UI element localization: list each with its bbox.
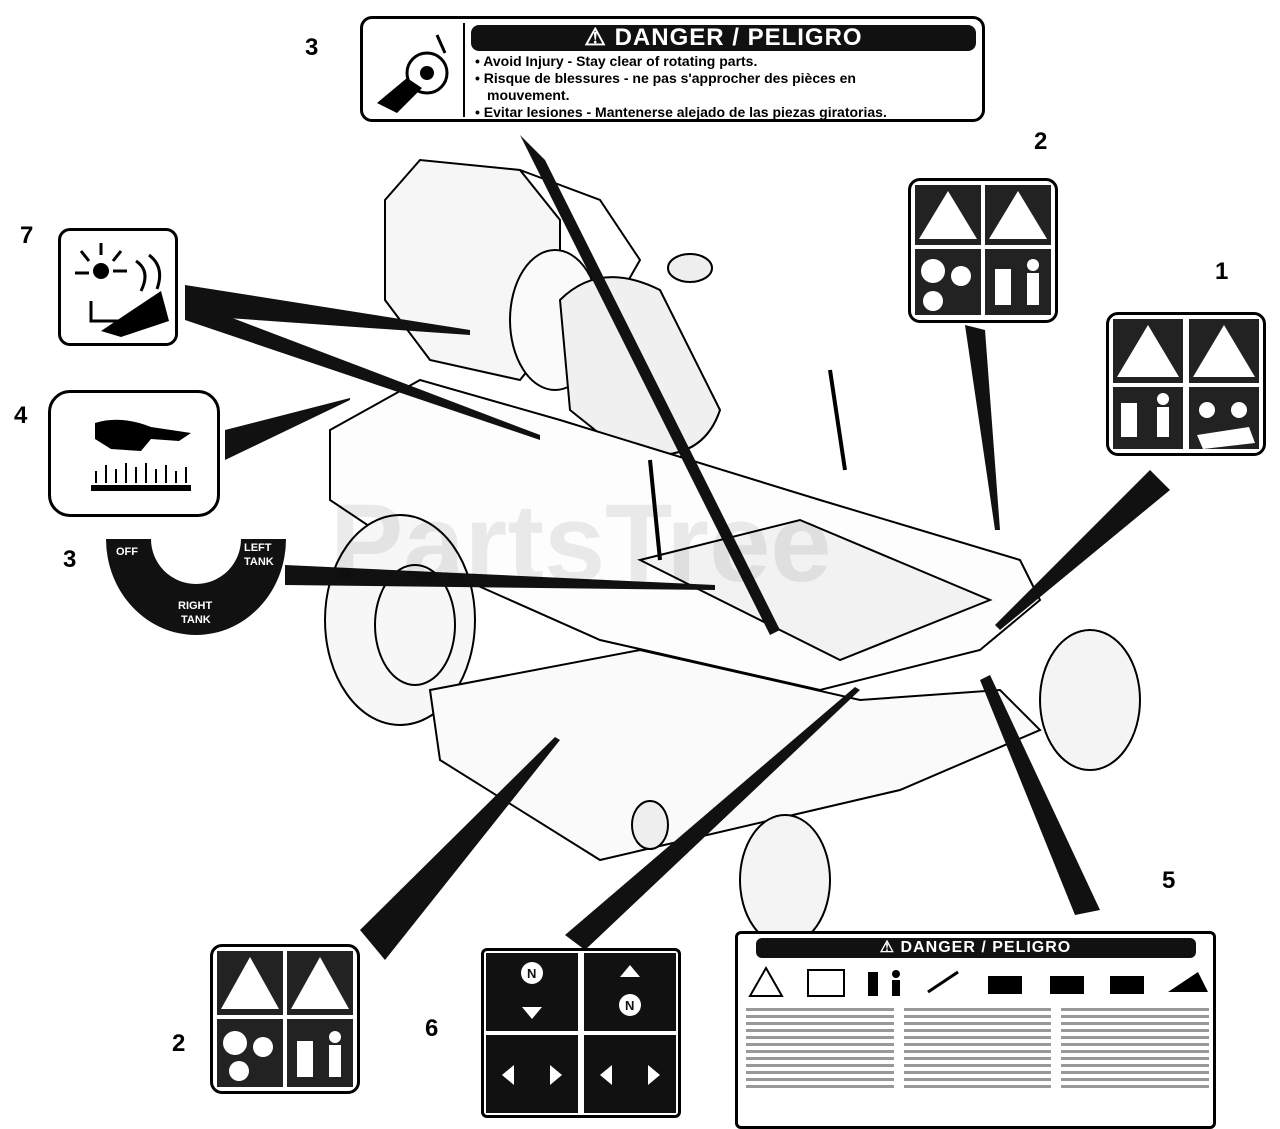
fuel-selector-decal: OFF LEFT TANK RIGHT TANK [106,539,286,635]
decal-3-header: ⚠ DANGER / PELIGRO [471,25,976,51]
decal-2-top [908,178,1058,323]
leader-1 [995,470,1170,630]
control-lever-left [648,459,662,561]
decal-6: N N [481,948,681,1118]
decal-5-danger: ⚠ DANGER / PELIGRO [735,931,1216,1129]
hot-surface-hand-icon [91,419,191,491]
neutral-N-icon [619,994,641,1016]
decal-3-pictogram [367,23,465,117]
callout-3-mid: 3 [63,546,77,573]
hand-icon [95,419,191,451]
decal-5-pictogram-row [748,965,1208,997]
warning-triangle-icon [291,957,349,1009]
warning-pictograms [915,185,1051,315]
decal-3-line-1: • Avoid Injury - Stay clear of rotating … [475,53,758,69]
leader-2-top [965,325,1000,530]
decal-3-danger: ⚠ DANGER / PELIGRO • Avoid Injury - Stay… [360,16,985,122]
warning-triangle-icon [221,957,279,1009]
decal-3-line-3: mouvement. [487,87,570,103]
rotating-parts-icon [377,34,449,113]
leader-7b [185,300,540,440]
leader-2-bottom [360,737,560,960]
mower-deck [428,648,1042,862]
fuel-cap [667,253,713,283]
warning-triangle-icon [748,965,784,997]
control-direction-pictograms: N N [486,953,676,1113]
callout-6: 6 [425,1015,439,1042]
decal-3-line-4: • Evitar lesiones - Mantenerse alejado d… [475,104,887,120]
warning-triangle-icon [1117,325,1179,377]
rear-tire [324,514,476,726]
watermark: PartsTree [330,482,832,605]
hot-surface-icon [75,243,169,337]
svg-text:N: N [625,998,634,1013]
callout-5: 5 [1162,867,1176,894]
front-wheel-right [1039,629,1141,771]
warning-triangle-icon [919,191,977,239]
fuel-off-label: OFF [116,546,138,558]
control-lever-right [828,369,847,471]
fuel-right-label-2: TANK [181,614,211,626]
warning-pictograms [1113,319,1259,449]
warning-triangle-icon [989,191,1047,239]
leader-5 [980,675,1100,915]
fuel-right-label: RIGHT [178,600,213,612]
leader-4 [225,398,350,460]
callout-4: 4 [14,402,28,429]
leader-6 [565,687,860,950]
callout-3-top: 3 [305,34,319,61]
neutral-N-icon [521,962,543,984]
warning-triangle-icon [1193,325,1255,377]
callout-2-bottom: 2 [172,1030,186,1057]
callout-1: 1 [1215,258,1229,285]
decal-5-text-columns [746,1004,1210,1124]
fuel-left-label: LEFT [244,542,272,554]
fuel-left-label-2: TANK [244,556,274,568]
decal-7 [58,228,178,346]
callout-7: 7 [20,222,34,249]
warning-pictograms [217,951,353,1087]
decal-5-header: ⚠ DANGER / PELIGRO [755,938,1196,958]
front-wheel-left [739,814,831,946]
leader-3-top [520,135,780,635]
svg-text:N: N [527,966,536,981]
decal-2-bottom [210,944,360,1094]
decal-3-line-2: • Risque de blessures - ne pas s'approch… [475,70,856,86]
leader-3-mid [285,565,715,590]
callout-2-top: 2 [1034,128,1048,155]
deck-wheel [631,800,669,850]
leader-7a [185,285,470,335]
decal-4 [48,390,220,517]
decal-1 [1106,312,1266,456]
